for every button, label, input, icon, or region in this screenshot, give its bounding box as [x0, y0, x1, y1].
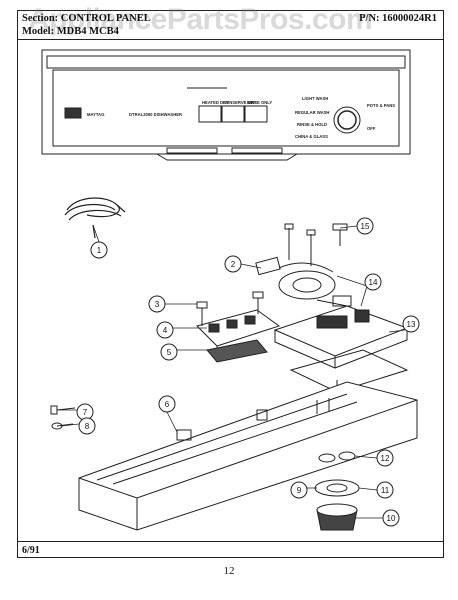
cycle-label-rinse-hold: RINSE & HOLD — [297, 122, 327, 127]
screw-3 — [196, 301, 208, 326]
button-label-heated-dry: HEATED DRY — [202, 100, 229, 105]
rinse-only-button — [244, 105, 268, 123]
cycle-label-light-wash: LIGHT WASH — [302, 96, 328, 101]
panel-brand: MAYTAG — [87, 112, 104, 117]
page-number: 12 — [223, 565, 235, 577]
timer-switch — [255, 256, 352, 307]
callout-15: 15 — [356, 217, 374, 235]
panel-model-text: DTRAL2000 DISHWASHER — [129, 112, 182, 117]
callout-5: 5 — [160, 343, 178, 361]
cycle-dial-icon — [337, 110, 357, 130]
svg-text:14: 14 — [369, 278, 378, 287]
exploded-view: MAYTAG DTRAL2000 DISHWASHER HEATED DRY C… — [41, 49, 420, 531]
model-label: Model: MDB4 MCB4 — [22, 26, 119, 37]
heated-dry-button — [198, 105, 222, 123]
svg-text:7: 7 — [83, 408, 88, 417]
svg-text:5: 5 — [167, 348, 172, 357]
cycle-label-off: OFF — [367, 126, 376, 131]
part-number-value: 16000024R1 — [382, 13, 437, 24]
callout-13: 13 — [402, 315, 420, 333]
brand-logo-icon — [64, 107, 82, 119]
svg-text:15: 15 — [361, 222, 370, 231]
cycle-label-regular-wash: REGULAR WASH — [295, 110, 329, 115]
callout-6: 6 — [158, 395, 176, 413]
cycle-label-china-glass: CHINA & GLASS — [295, 134, 328, 139]
section-label: Section: CONTROL PANEL — [22, 13, 151, 24]
callout-12: 12 — [376, 449, 394, 467]
svg-text:6: 6 — [165, 400, 170, 409]
control-module — [273, 305, 409, 369]
callout-3: 3 — [148, 295, 166, 313]
svg-text:10: 10 — [387, 514, 396, 523]
footer-divider — [18, 541, 443, 542]
callout-4: 4 — [156, 321, 174, 339]
cycle-label-pots-pans: POTS & PANS — [367, 103, 395, 108]
callout-10: 10 — [382, 509, 400, 527]
svg-text:4: 4 — [163, 326, 168, 335]
wire-harness — [64, 197, 126, 239]
svg-text:2: 2 — [231, 260, 236, 269]
section-value: CONTROL PANEL — [60, 13, 151, 24]
callout-14: 14 — [364, 273, 382, 291]
svg-text:1: 1 — [97, 246, 102, 255]
screw-15 — [332, 223, 348, 246]
control-panel-base — [78, 381, 418, 531]
svg-text:8: 8 — [85, 422, 90, 431]
header-divider — [18, 39, 443, 40]
svg-text:3: 3 — [155, 300, 160, 309]
svg-text:11: 11 — [381, 486, 390, 495]
button-label-rinse-only: RINSE ONLY — [247, 100, 272, 105]
callout-11: 11 — [376, 481, 394, 499]
model-value: MDB4 MCB4 — [56, 26, 119, 37]
knob-assembly — [314, 451, 360, 531]
part-number: P/N: 16000024R1 — [359, 13, 437, 24]
callout-2: 2 — [224, 255, 242, 273]
diagram-sheet: AppliancePartsPros.com Section: CONTROL … — [17, 3, 444, 558]
watermark: AppliancePartsPros.com — [28, 3, 373, 36]
callout-7: 7 — [76, 403, 94, 421]
control-panel-front — [41, 49, 411, 161]
revision-date: 6/91 — [22, 545, 40, 556]
conserve-dry-button — [221, 105, 245, 123]
switch-assembly — [196, 309, 281, 363]
screw-top-center — [252, 291, 264, 314]
callout-1: 1 — [90, 241, 108, 259]
button-label-conserve-dry: CONSERVE DRY — [223, 100, 256, 105]
callout-8: 8 — [78, 417, 96, 435]
svg-text:12: 12 — [381, 454, 390, 463]
svg-text:9: 9 — [297, 486, 302, 495]
screws-top — [284, 223, 316, 266]
svg-text:13: 13 — [407, 320, 416, 329]
callout-9: 9 — [290, 481, 308, 499]
